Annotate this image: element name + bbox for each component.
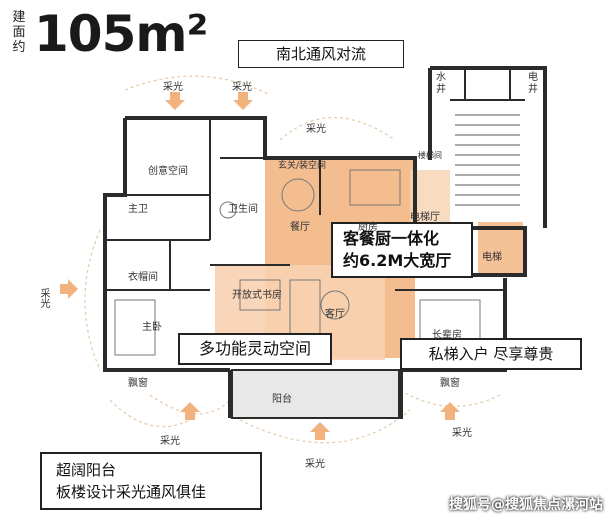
light-label-north-2: 采光 [232,82,252,93]
room-elec-shaft: 电井 [528,72,538,95]
bottom-note: 超阔阳台 板楼设计采光通风俱佳 [40,452,262,510]
room-kitchen: 厨房 [358,222,378,233]
room-study: 开放式书房 [232,290,282,301]
balcony-area [231,369,403,419]
room-dining: 餐厅 [290,222,310,233]
room-bath: 卫生间 [228,204,258,215]
room-master-bed: 主卧 [142,322,162,333]
area-value: 105m² [34,5,208,63]
living-dining-line-2: 约6.2M大宽厅 [343,251,452,270]
light-label-south-2: 采光 [305,459,325,470]
living-dining-callout: 客餐厨一体化 约6.2M大宽厅 [331,222,473,278]
room-master-bath: 主卫 [128,204,148,215]
room-walk-in: 衣帽间 [128,272,158,283]
room-elder: 长辈房 [432,330,462,341]
room-water-shaft: 水井 [436,72,446,95]
watermark: 搜狐号@搜狐焦点漯河站 [449,497,603,513]
room-creative: 创意空间 [148,166,188,177]
light-label-south-3: 采光 [452,428,472,439]
private-lift-callout: 私梯入户 尽享尊贵 [400,338,582,370]
room-entry: 玄关/装空间 [278,161,327,171]
interior-walls [105,68,525,291]
room-bay-right: 飘窗 [440,378,460,389]
light-label-north-1: 采光 [163,82,183,93]
bottom-note-line-2: 板楼设计采光通风俱佳 [56,483,207,501]
multifunction-callout: 多功能灵动空间 [178,333,332,365]
area-label: 建面约 [12,10,26,55]
room-bay-left: 飘窗 [128,378,148,389]
room-lift-hall: 电梯厅 [410,212,440,223]
ventilation-callout: 南北通风对流 [238,40,404,68]
light-label-kitchen: 采光 [306,124,326,135]
room-stairs: 楼梯间 [418,151,442,160]
light-arrows [60,92,460,440]
bottom-note-line-1: 超阔阳台 [56,461,117,479]
light-label-south-1: 采光 [160,436,180,447]
lift-zone [478,222,523,274]
living-dining-line-1: 客餐厨一体化 [343,229,440,248]
room-living: 客厅 [325,309,345,320]
room-lift: 电梯 [482,252,502,263]
room-balcony: 阳台 [272,394,292,405]
stair-treads [455,114,520,206]
light-label-west: 采光 [38,288,49,308]
